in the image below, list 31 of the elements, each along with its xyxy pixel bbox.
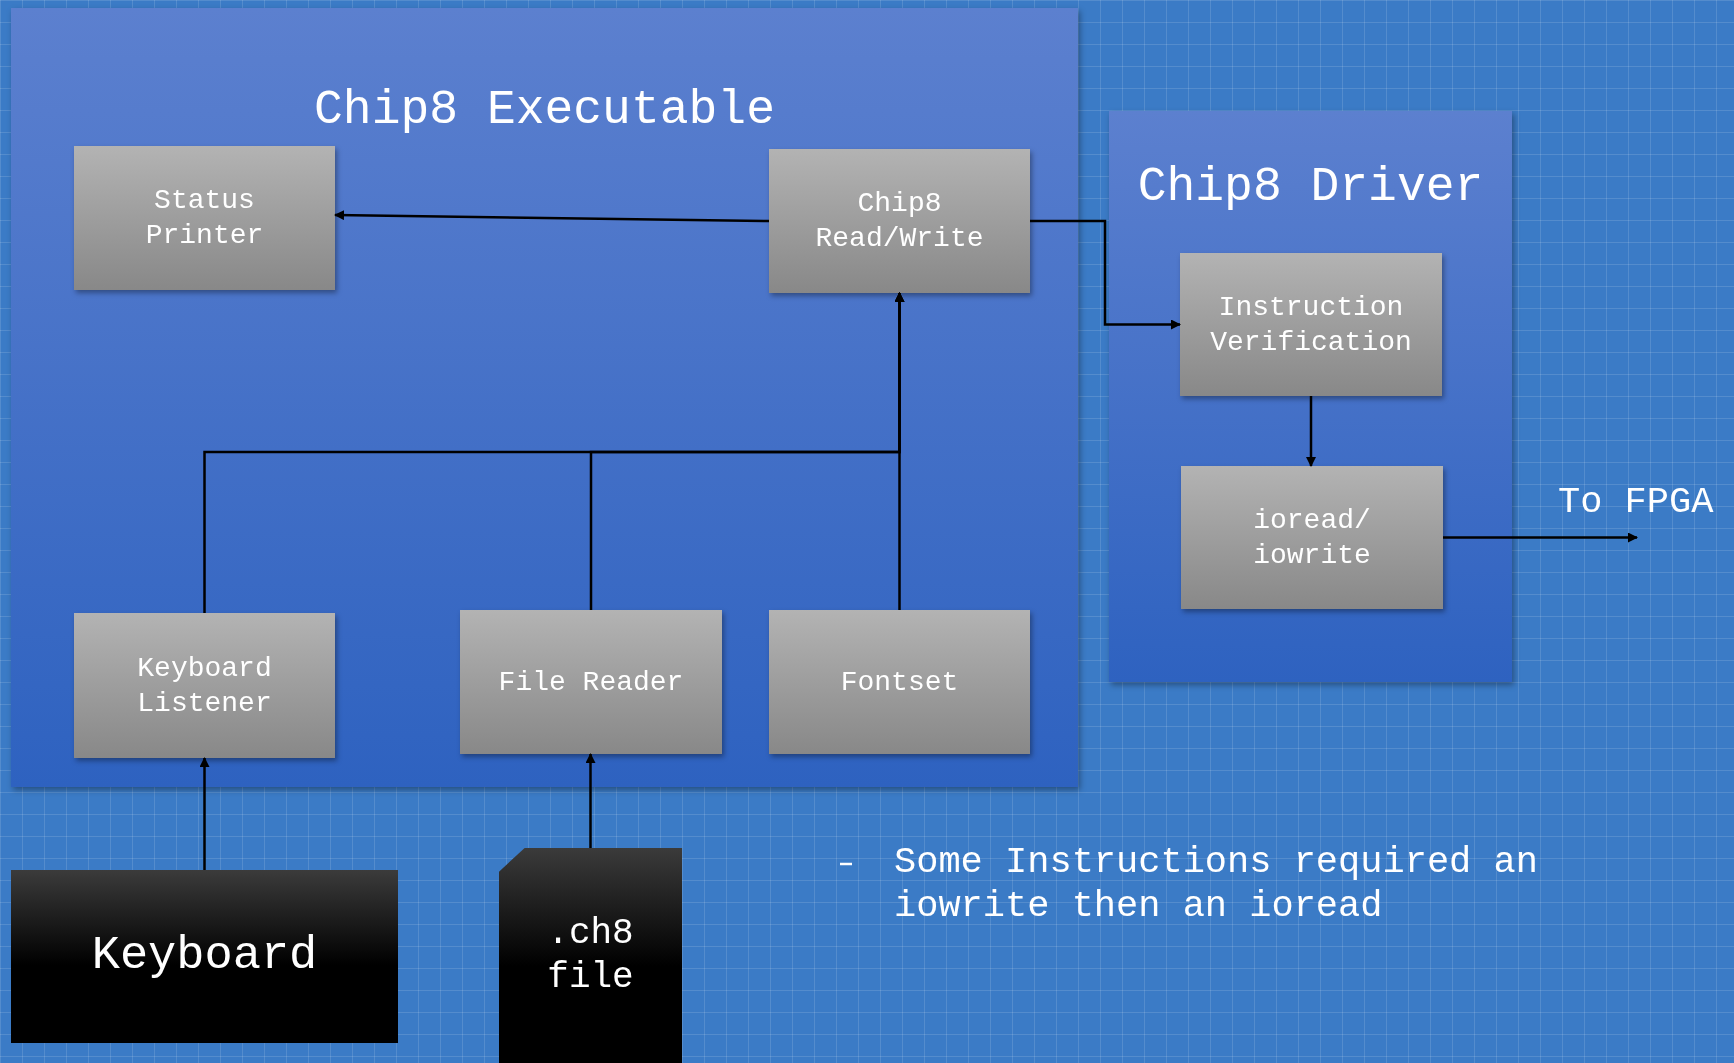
- process-box: [74, 146, 335, 290]
- process-box: [74, 613, 335, 758]
- process-box: [769, 610, 1030, 754]
- group-panel: [11, 8, 1078, 787]
- process-box: [769, 149, 1030, 293]
- process-box: [1181, 466, 1443, 609]
- process-box: [1180, 253, 1442, 396]
- arrow: [585, 753, 596, 848]
- node-label: .ch8 file: [546, 911, 635, 1000]
- file-shape: [499, 848, 682, 1063]
- arrow: [334, 210, 769, 223]
- node-label: Chip8 Driver: [1136, 159, 1485, 216]
- node-label: ioread/ iowrite: [1252, 503, 1372, 573]
- node-label: Instruction Verification: [1209, 290, 1413, 360]
- group-panel: [1109, 111, 1512, 682]
- node-label: Keyboard: [91, 928, 318, 985]
- device-block: [11, 870, 398, 1043]
- node-label: Keyboard Listener: [136, 651, 273, 721]
- node-label: Fontset: [840, 665, 959, 700]
- arrow: [199, 757, 210, 870]
- arrow: [1030, 219, 1181, 330]
- arrow: [1306, 396, 1316, 467]
- arrow: [894, 292, 905, 610]
- node-label: Status Printer: [144, 184, 265, 253]
- node-label: Chip8 Executable: [313, 82, 776, 139]
- note-text: Some Instructions required an iowrite then an ioread: [894, 840, 1539, 928]
- process-box: [460, 610, 722, 754]
- output-label: To FPGA: [1558, 481, 1714, 523]
- node-label: Chip8 Read/Write: [814, 187, 985, 256]
- arrow: [1443, 532, 1638, 543]
- node-label: File Reader: [498, 665, 684, 700]
